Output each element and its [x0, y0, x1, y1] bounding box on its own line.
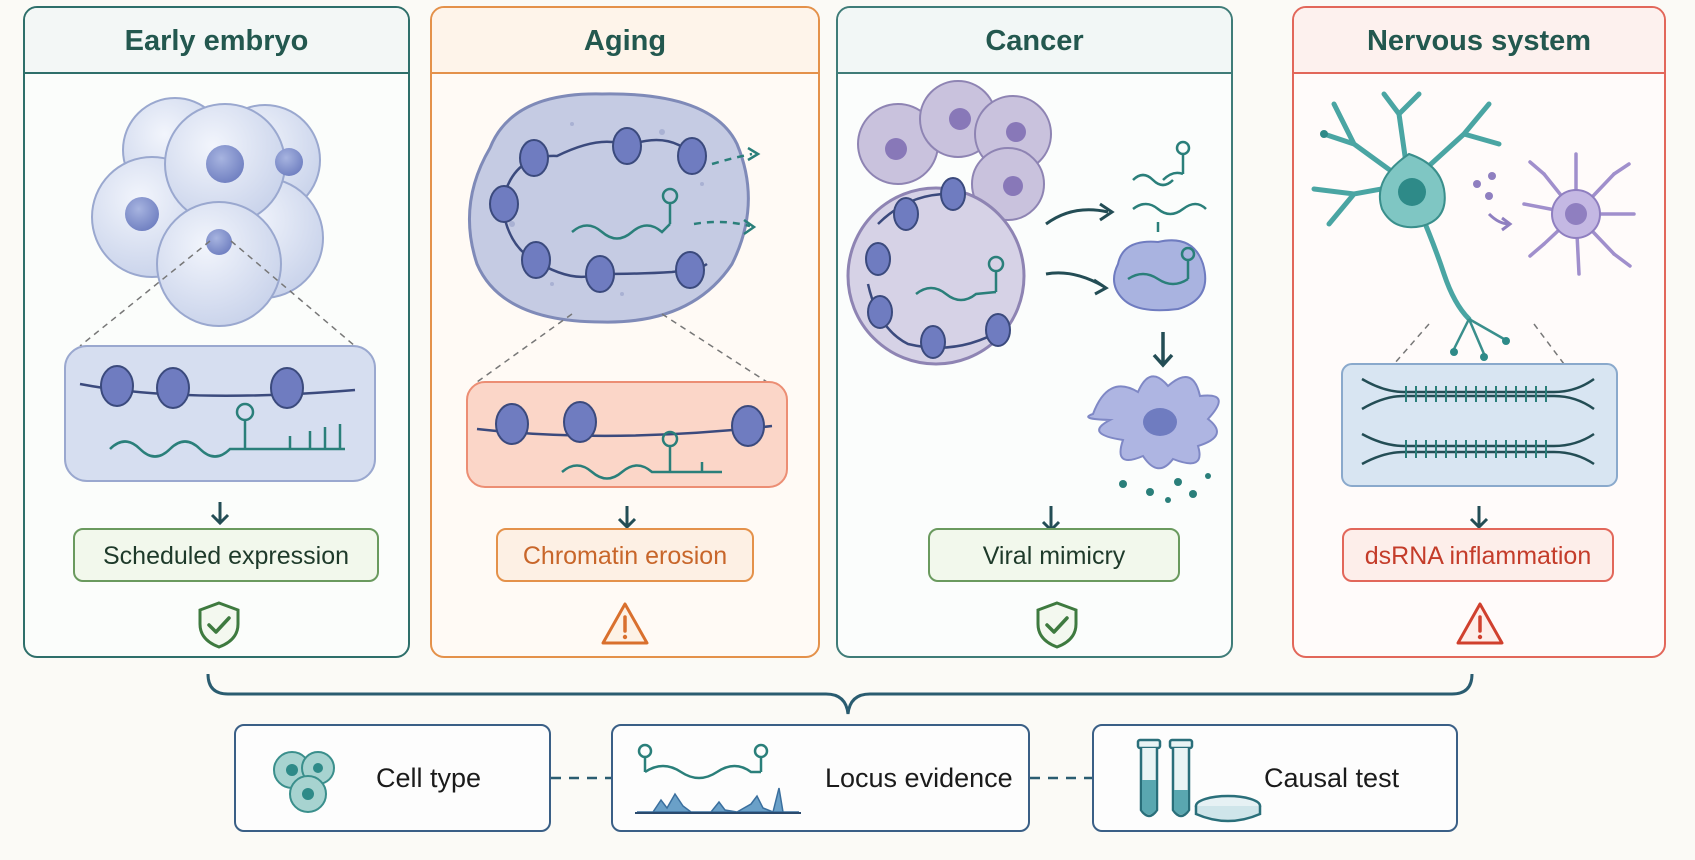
aging-illustration	[466, 92, 788, 530]
check-shield-icon	[1036, 601, 1078, 649]
evidence-box-causal-test: Causal test	[1092, 724, 1458, 832]
panel-title: Early embryo	[25, 8, 408, 74]
check-shield-icon	[198, 601, 240, 649]
panel-aging: Aging	[430, 6, 820, 658]
panel-nervous-system: Nervous system	[1292, 6, 1666, 658]
cancer-illustration	[846, 80, 1220, 533]
evidence-box-locus-evidence: Locus evidence	[611, 724, 1030, 832]
panel-early-embryo: Early embryo	[23, 6, 410, 658]
outcome-pill: dsRNA inflammation	[1342, 528, 1614, 582]
evidence-label: Cell type	[376, 763, 482, 793]
outcome-pill: Scheduled expression	[73, 528, 379, 582]
cell-cluster-icon	[273, 751, 335, 813]
evidence-box-cell-type: Cell type	[234, 724, 551, 832]
embryo-illustration	[64, 97, 376, 526]
test-tube-dish-icon	[1136, 738, 1262, 823]
panel-cancer: Cancer	[836, 6, 1233, 658]
evidence-label: Causal test	[1264, 763, 1400, 793]
panel-title: Cancer	[838, 8, 1231, 74]
panel-title: Nervous system	[1294, 8, 1664, 74]
warning-triangle-icon	[1456, 602, 1504, 645]
evidence-label: Locus evidence	[825, 763, 1013, 793]
locus-signal-icon	[635, 743, 801, 814]
panel-title: Aging	[432, 8, 818, 74]
nervous-system-illustration	[1311, 91, 1636, 530]
outcome-pill: Chromatin erosion	[496, 528, 754, 582]
outcome-pill: Viral mimicry	[928, 528, 1180, 582]
warning-triangle-icon	[601, 602, 649, 645]
